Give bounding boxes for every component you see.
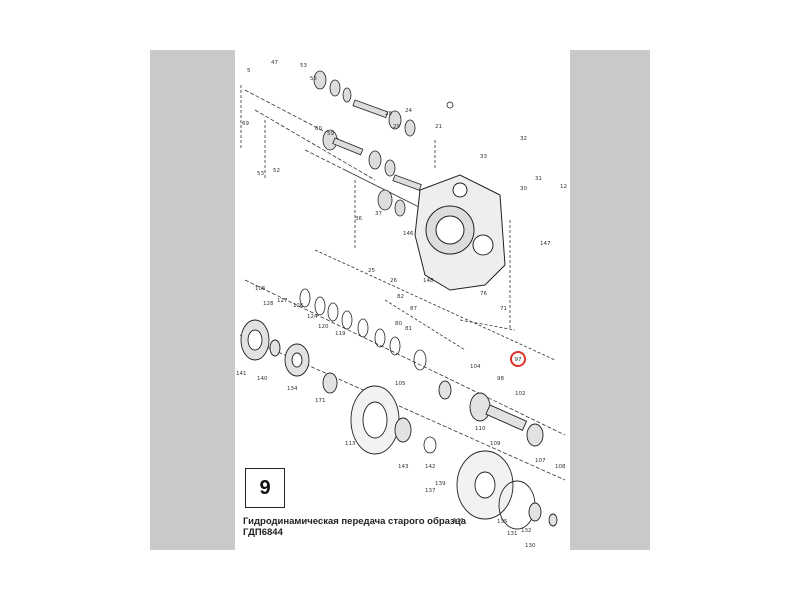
part-label-12: 12 (560, 184, 567, 190)
leader-lines (239, 85, 566, 481)
part-label-120: 120 (318, 324, 329, 330)
part-label-24: 24 (405, 108, 412, 114)
part-label-124: 124 (307, 314, 318, 320)
part-label-87: 87 (410, 306, 417, 312)
part-label-134: 134 (287, 386, 298, 392)
part-label-106: 106 (255, 286, 266, 292)
part-label-143: 143 (398, 464, 409, 470)
diagram-caption: Гидродинамическая передача старого образ… (243, 516, 466, 538)
part-label-131: 131 (507, 531, 518, 537)
part-label-137: 137 (425, 488, 436, 494)
part-number-labels: 69 5 47 53 55 60 59 28 29 24 21 33 32 30 31 12 53 52 36 37 1… (236, 60, 567, 549)
part-label-146: 146 (403, 231, 414, 237)
part-label-108: 108 (555, 464, 566, 470)
caption-title: Гидродинамическая передача старого образ… (243, 516, 466, 527)
exploded-diagram-sheet: 69 5 47 53 55 60 59 28 29 24 21 33 32 30 31 12 53 52 36 37 1… (235, 50, 570, 550)
page-number-box: 9 (245, 468, 285, 508)
part-label-80: 80 (395, 321, 402, 327)
part-label-139: 139 (435, 481, 446, 487)
part-label-25: 25 (368, 268, 375, 274)
part-label-81: 81 (405, 326, 412, 332)
page-number: 9 (259, 476, 271, 499)
seal-rings (299, 288, 437, 454)
part-label-60: 60 (315, 126, 322, 132)
transmission-housing (414, 174, 506, 291)
highlighted-part-label: 97 (515, 357, 522, 363)
part-label-126: 126 (293, 303, 304, 309)
part-label-53: 53 (300, 63, 307, 69)
part-label-141: 141 (236, 371, 247, 377)
part-label-47: 47 (271, 60, 278, 66)
part-label-130: 130 (525, 543, 536, 549)
part-label-127: 127 (277, 298, 288, 304)
part-label-107: 107 (535, 458, 546, 464)
part-label-29: 29 (393, 124, 400, 130)
part-label-102: 102 (515, 391, 526, 397)
part-label-33: 33 (480, 154, 487, 160)
part-label-31: 31 (535, 176, 542, 182)
part-label-76: 76 (480, 291, 487, 297)
lower-drive-parts (240, 319, 558, 530)
part-label-140: 140 (257, 376, 268, 382)
part-label-82: 82 (397, 294, 404, 300)
part-label-98: 98 (497, 376, 504, 382)
part-label-37: 37 (375, 211, 382, 217)
highlighted-part-marker[interactable]: 97 (510, 351, 526, 367)
part-label-132: 132 (521, 528, 532, 534)
part-label-28: 28 (385, 111, 392, 117)
highlight-circle (510, 351, 526, 367)
part-label-135: 135 (497, 519, 508, 525)
part-label-21: 21 (435, 124, 442, 130)
part-label-104: 104 (470, 364, 481, 370)
part-label-148: 148 (423, 278, 434, 284)
part-label-55: 55 (310, 76, 317, 82)
part-label-119: 119 (335, 331, 346, 337)
part-label-5: 5 (247, 68, 251, 74)
part-label-26: 26 (390, 278, 397, 284)
part-label-53: 53 (257, 171, 264, 177)
part-label-59: 59 (327, 131, 334, 137)
part-label-142: 142 (425, 464, 436, 470)
part-label-52: 52 (273, 168, 280, 174)
part-label-30: 30 (520, 186, 527, 192)
part-label-110: 110 (475, 426, 486, 432)
part-label-171: 171 (315, 398, 326, 404)
part-label-136: 136 (453, 518, 464, 524)
part-label-128: 128 (263, 301, 274, 307)
part-label-36: 36 (355, 216, 362, 222)
left-gray-margin (150, 50, 235, 550)
upper-shaft-parts (313, 70, 454, 217)
part-label-105: 105 (395, 381, 406, 387)
part-label-147: 147 (540, 241, 551, 247)
part-label-109: 109 (490, 441, 501, 447)
caption-model: ГДП6844 (243, 527, 283, 538)
part-label-71: 71 (500, 306, 507, 312)
part-label-32: 32 (520, 136, 527, 142)
right-gray-margin (570, 50, 650, 550)
part-label-69: 69 (242, 121, 249, 127)
part-label-113: 113 (345, 441, 356, 447)
exploded-parts-drawing: 69 5 47 53 55 60 59 28 29 24 21 33 32 30 31 12 53 52 36 37 1… (236, 60, 567, 549)
